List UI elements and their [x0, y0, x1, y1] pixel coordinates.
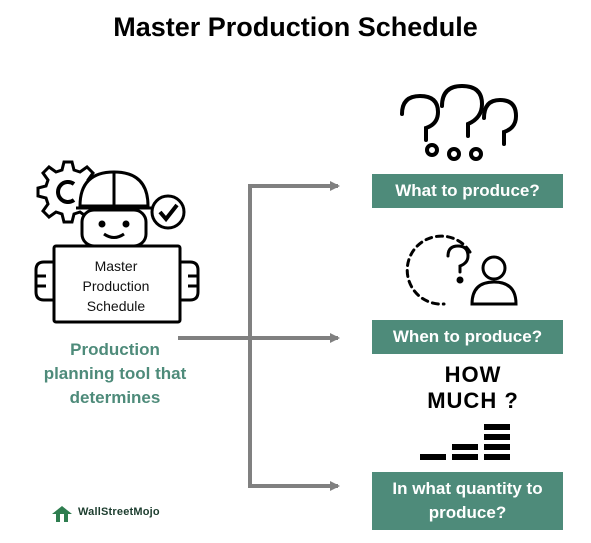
how-much-line-2: MUCH ? — [427, 388, 519, 413]
logo-icon — [52, 506, 72, 522]
logo-text: WallStreetMojo — [78, 506, 160, 518]
what-to-produce-box: What to produce? — [372, 174, 563, 208]
wallstreetmojo-logo: WallStreetMojo — [50, 502, 160, 522]
when-to-produce-box: When to produce? — [372, 320, 563, 354]
sign-line-1: Master — [94, 258, 138, 274]
description-line-2: planning tool that — [43, 364, 187, 383]
page-title: Master Production Schedule — [113, 12, 478, 42]
what-to-produce-label: What to produce? — [395, 181, 540, 200]
how-much-bars-icon — [420, 424, 510, 460]
when-to-produce-label: When to produce? — [392, 327, 543, 346]
description-line-3: determines — [69, 388, 161, 407]
sign-text: Master Production Schedule — [58, 256, 174, 316]
sign-line-2: Production — [82, 278, 150, 294]
sign-board — [34, 244, 200, 324]
quantity-to-produce-box: In what quantity to produce? — [372, 472, 563, 530]
how-much-text: HOW MUCH ? — [423, 362, 523, 414]
description-line-1: Production — [70, 340, 160, 359]
quantity-label-line-2: produce? — [428, 503, 507, 522]
question-marks-icon — [400, 83, 519, 161]
how-much-line-1: HOW — [444, 362, 502, 387]
sign-line-3: Schedule — [86, 298, 146, 314]
description-text: Production planning tool that determines — [20, 338, 210, 410]
worker-icon — [76, 170, 152, 248]
quantity-label-line-1: In what quantity to — [392, 479, 543, 498]
check-badge-icon — [150, 194, 186, 230]
clock-question-person-icon — [405, 234, 518, 306]
connector-lines — [178, 181, 340, 491]
